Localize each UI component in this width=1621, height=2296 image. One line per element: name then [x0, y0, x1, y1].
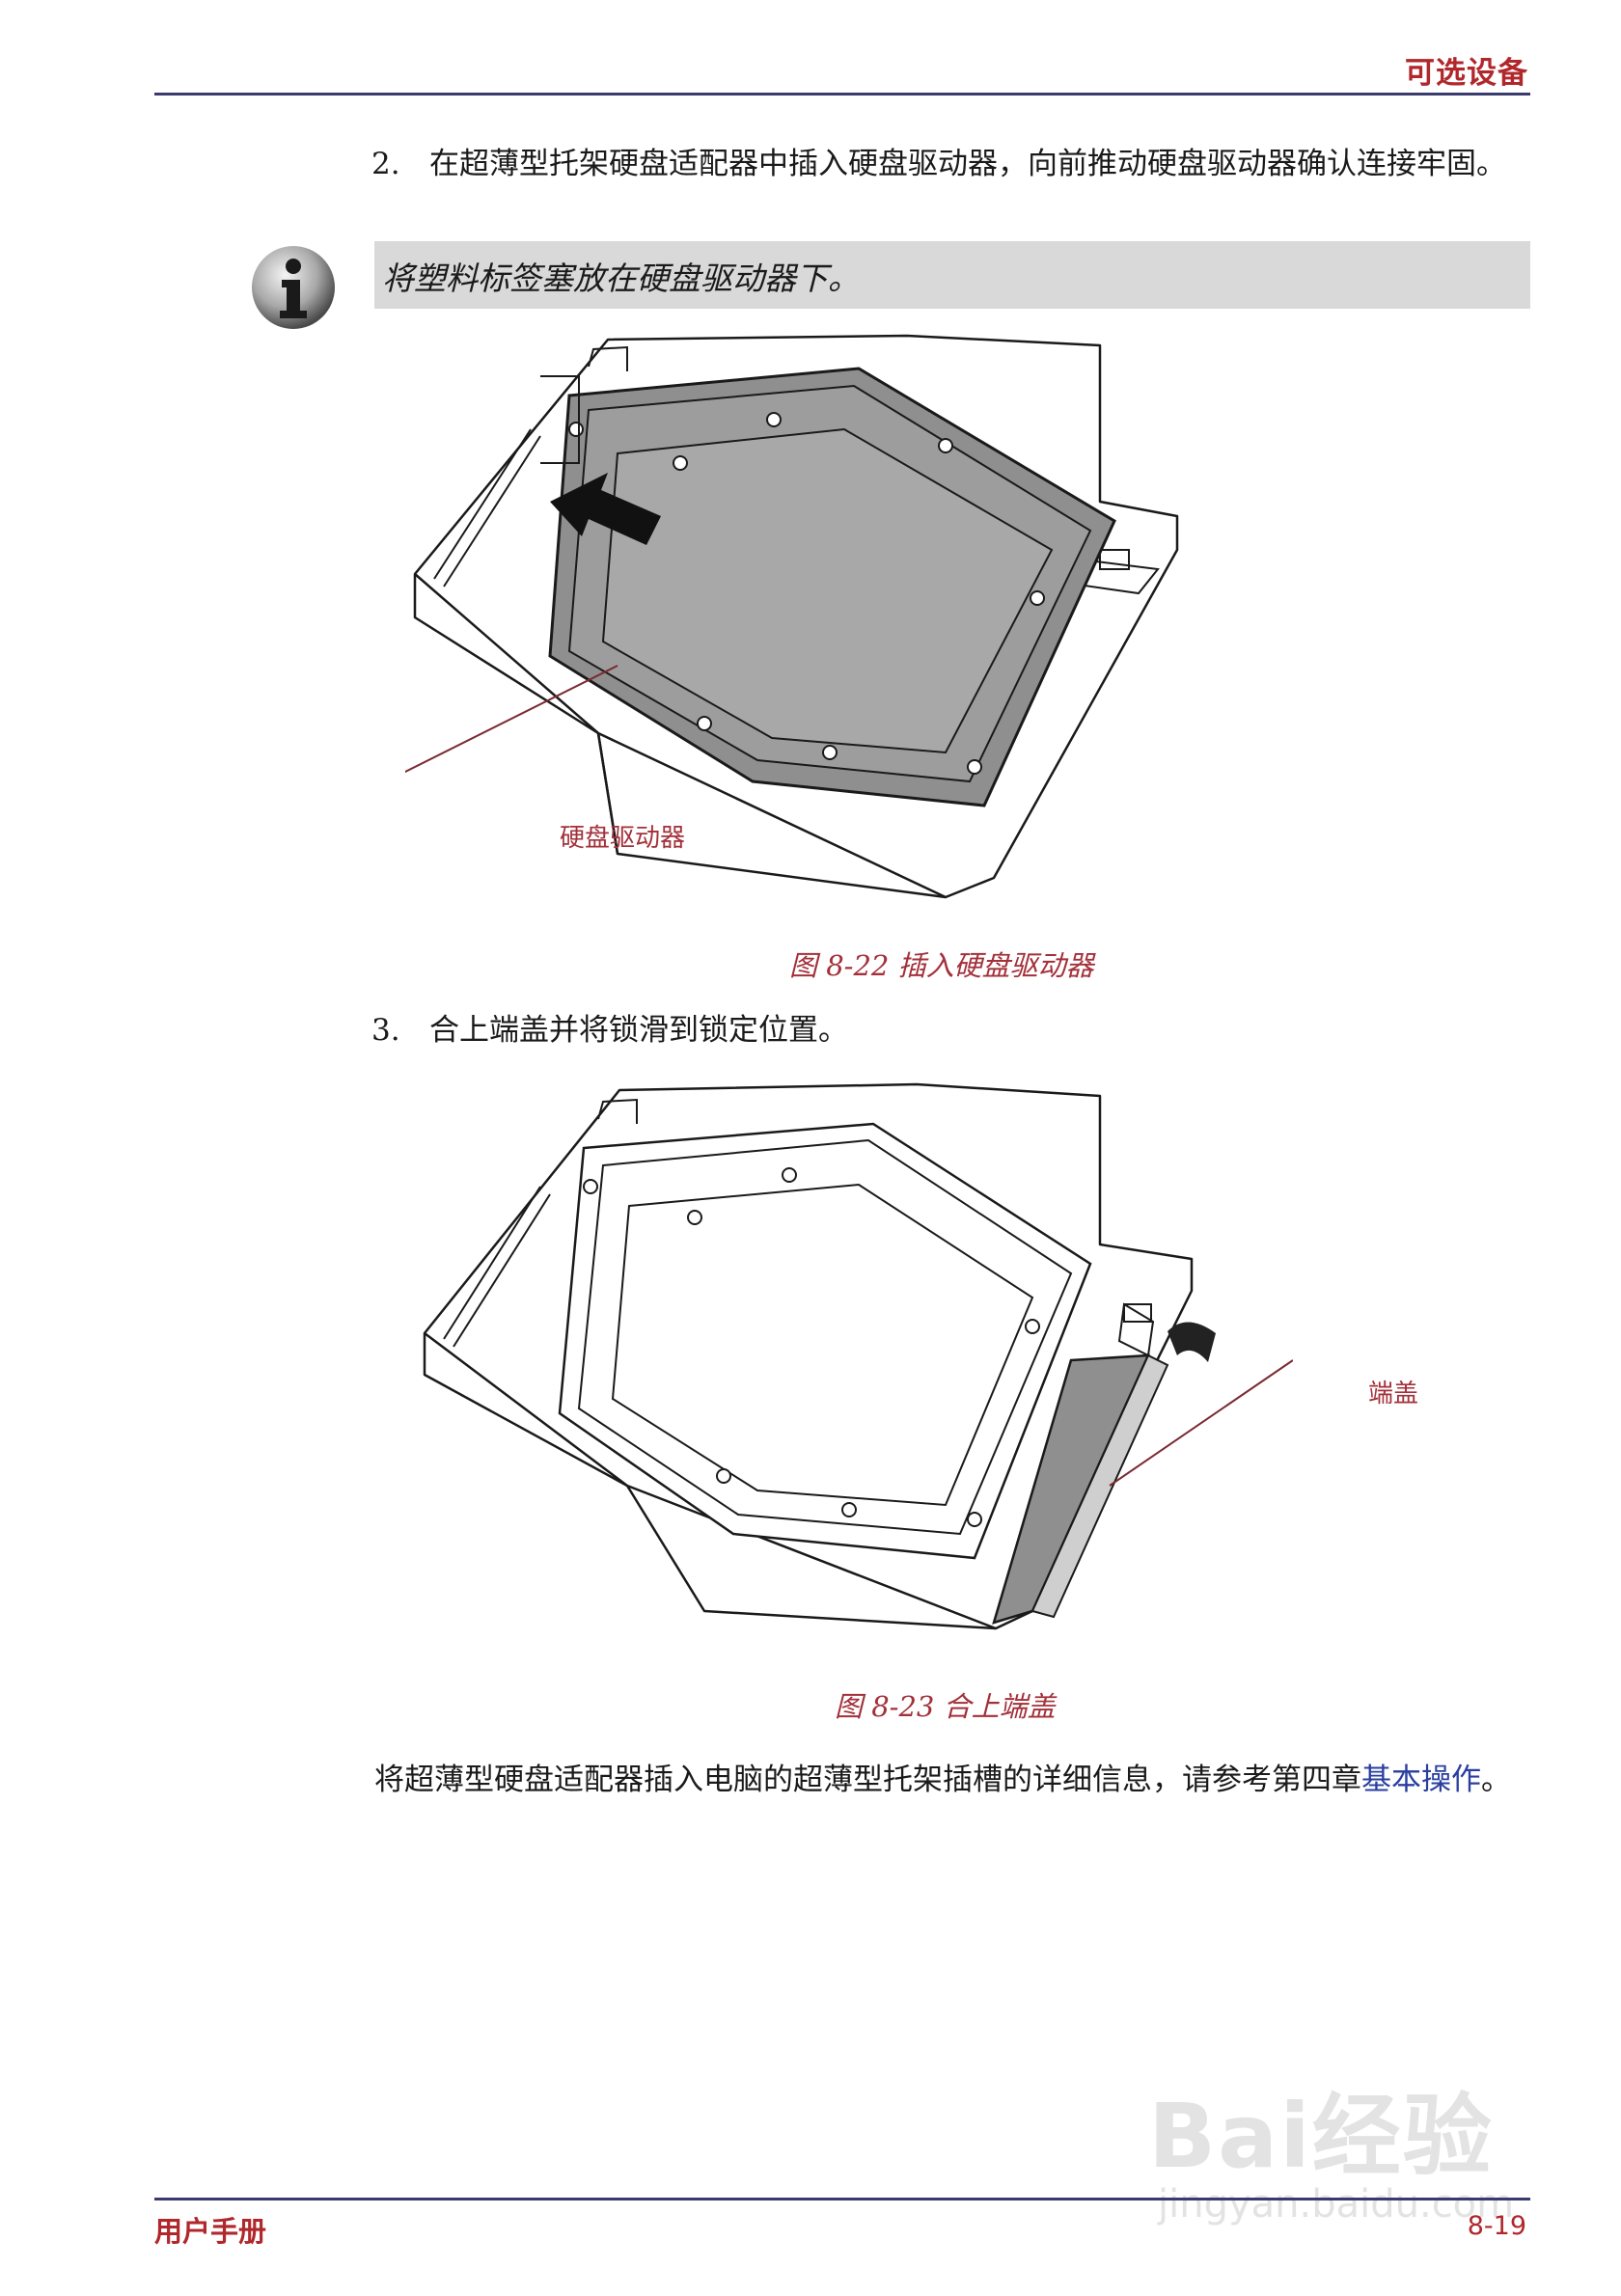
callout-end-cover: 端盖: [1368, 1380, 1419, 1408]
figure-insert-drive: [405, 334, 1179, 899]
figure-close-cover: [423, 1082, 1293, 1630]
watermark-url: jingyan.baidu.com: [1158, 2182, 1515, 2227]
info-icon: [252, 246, 335, 329]
paragraph-end: 。: [1481, 1763, 1511, 1797]
step-text: 在超薄型托架硬盘适配器中插入硬盘驱动器，向前推动硬盘驱动器确认连接牢固。: [429, 147, 1506, 181]
step-number: 2.: [371, 147, 400, 181]
footer-rule: [154, 2198, 1530, 2200]
step-number: 3.: [371, 1013, 400, 1048]
chapter-link[interactable]: 基本操作: [1361, 1763, 1481, 1797]
page-number: 8-19: [1467, 2211, 1526, 2241]
figure-caption-8-23: 图 8-23 合上端盖: [835, 1690, 1056, 1723]
note-text: 将塑料标签塞放在硬盘驱动器下。: [382, 260, 860, 297]
callout-hard-drive: 硬盘驱动器: [560, 824, 686, 853]
step-text: 合上端盖并将锁滑到锁定位置。: [429, 1013, 848, 1048]
footer-manual-title: 用户手册: [154, 2215, 267, 2248]
note-box: [374, 241, 1530, 309]
reference-paragraph: 将超薄型硬盘适配器插入电脑的超薄型托架插槽的详细信息，请参考第四章基本操作。: [374, 1756, 1532, 1804]
watermark-brand: Bai经验: [1148, 2085, 1494, 2188]
paragraph-text: 将超薄型硬盘适配器插入电脑的超薄型托架插槽的详细信息，请参考第四章: [374, 1763, 1361, 1797]
figure-caption-8-22: 图 8-22 插入硬盘驱动器: [789, 949, 1094, 982]
header-rule: [154, 93, 1530, 96]
section-title: 可选设备: [1405, 56, 1528, 91]
